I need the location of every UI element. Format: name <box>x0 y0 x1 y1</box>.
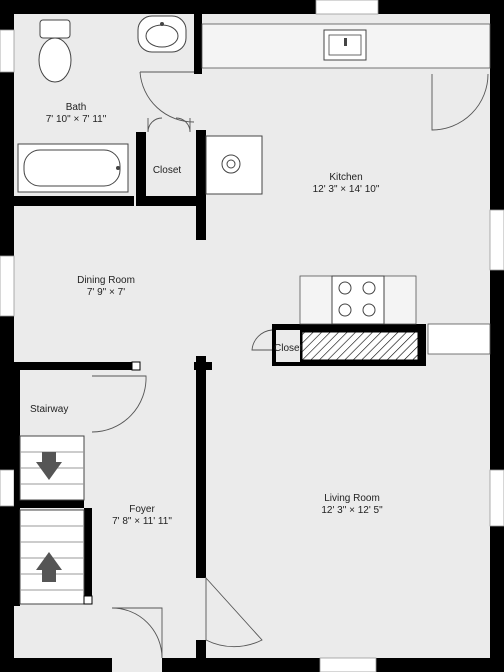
door-stops <box>83 361 141 605</box>
bath-sink-icon <box>137 15 187 53</box>
right-counter <box>427 323 491 355</box>
room-dims-living: 12' 3" × 12' 5" <box>321 505 383 516</box>
stove <box>299 275 417 325</box>
burner-icon <box>338 281 352 295</box>
bathtub-icon <box>17 143 129 193</box>
door-closet-right <box>175 117 191 133</box>
room-label-closet-bath: Closet <box>153 165 182 176</box>
door-living <box>205 576 263 648</box>
appliance-box <box>205 135 263 195</box>
stair-down-arrow-icon <box>36 452 62 480</box>
room-label-closet-kitchen: Closet <box>274 343 303 354</box>
kitchen-sink <box>323 29 367 61</box>
room-label-living: Living Room <box>324 493 380 504</box>
room-label-stairway: Stairway <box>30 404 68 415</box>
toilet-icon <box>38 19 72 83</box>
stairs <box>19 435 85 605</box>
window-right-living <box>489 469 504 527</box>
window-left-dining <box>0 255 15 317</box>
room-dims-bath: 7' 10" × 7' 11" <box>46 114 107 125</box>
room-label-bath: Bath <box>66 102 87 113</box>
window-left-bath <box>0 29 15 73</box>
window-right-kitchen <box>489 209 504 271</box>
window-top <box>315 0 379 15</box>
room-label-dining: Dining Room <box>77 275 135 286</box>
kitchen-closet-opening <box>276 330 300 362</box>
room-dims-foyer: 7' 8" × 11' 11" <box>112 516 172 527</box>
doors <box>91 71 489 659</box>
room-dims-dining: 7' 9" × 7' <box>87 287 125 298</box>
window-left-stair <box>0 469 15 507</box>
door-kitchen-right <box>431 73 489 131</box>
stair-up-arrow-icon <box>36 552 62 582</box>
door-stairway <box>91 375 147 433</box>
room-label-kitchen: Kitchen <box>329 172 362 183</box>
door-entry <box>111 607 163 659</box>
door-kitchen-closet <box>251 329 273 351</box>
door-closet-left <box>147 117 163 133</box>
room-dims-kitchen: 12' 3" × 14' 10" <box>313 184 380 195</box>
entry-opening <box>112 658 162 672</box>
window-bottom <box>319 657 377 672</box>
room-label-foyer: Foyer <box>129 504 155 515</box>
kitchen-closet-interior <box>301 331 419 361</box>
